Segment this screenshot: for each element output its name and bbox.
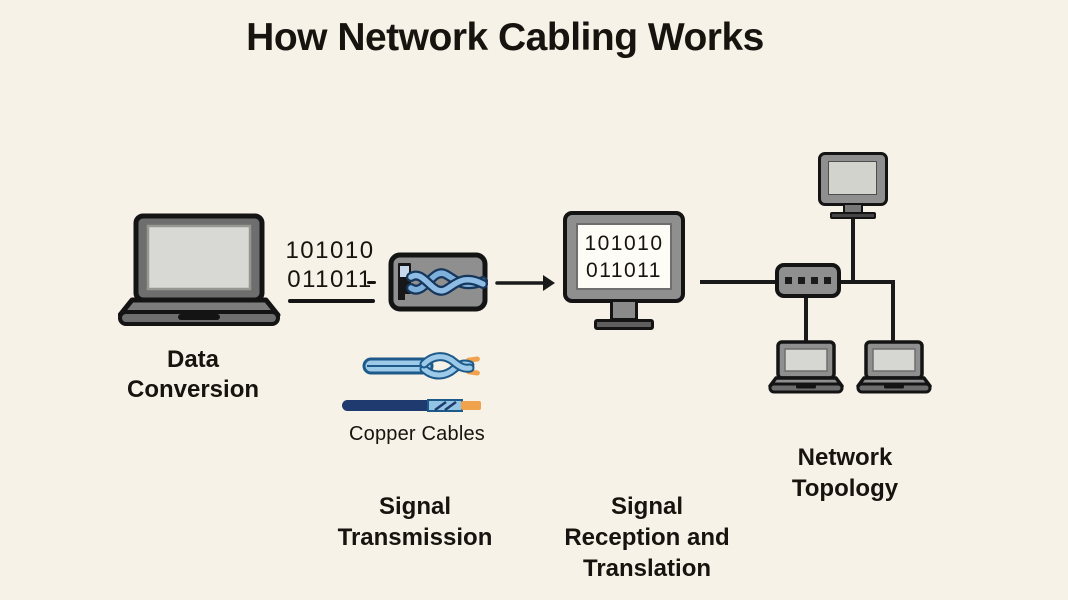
switch-icon [775, 263, 841, 298]
link-topmonitor-down [851, 219, 855, 283]
signal-reception-label-line2: Reception and [564, 524, 730, 551]
monitor-stand-base [594, 319, 654, 330]
topology-laptop-icon [856, 340, 932, 394]
coaxial-cable-icon [342, 399, 481, 412]
binary-dash-connector [367, 281, 376, 284]
topology-monitor-icon [818, 152, 888, 206]
link-switch-right [841, 280, 895, 284]
network-topology-label: Network Topology [755, 442, 935, 504]
data-conversion-label: Data Conversion [103, 345, 283, 405]
arrow-right-icon [495, 275, 555, 291]
twisted-pair-cable-icon [362, 352, 480, 380]
data-conversion-label-line1: Data [166, 346, 220, 373]
copper-cables-label: Copper Cables [348, 423, 485, 445]
monitor-binary-line-2: 011011 [586, 258, 662, 282]
signal-transmission-label-line1: Signal [378, 493, 451, 520]
data-conversion-label-line2: Conversion [126, 376, 260, 403]
adapter-twisted-cables [406, 268, 488, 296]
network-topology-label-line2: Topology [791, 475, 899, 502]
switch-port [798, 277, 805, 284]
signal-transmission-label: Signal Transmission [325, 491, 505, 553]
laptop-screen [146, 224, 252, 291]
adapter-connector-pin [398, 293, 405, 300]
signal-transmission-label-line2: Transmission [337, 524, 493, 551]
topology-monitor-base [830, 212, 876, 219]
monitor-icon: 101010 011011 [563, 211, 685, 303]
topology-monitor-screen [828, 161, 877, 195]
adapter-connector-window [400, 266, 409, 277]
signal-reception-label: Signal Reception and Translation [543, 491, 751, 584]
binary-signal-text: 101010 011011 [280, 236, 380, 294]
cable-adapter-icon [388, 252, 488, 312]
switch-port [824, 277, 831, 284]
link-monitor-to-switch [700, 280, 776, 284]
laptop-notch [178, 314, 220, 320]
binary-line-1: 101010 [285, 237, 375, 264]
link-switch-to-laptop1 [804, 298, 808, 342]
topology-laptop-icon [768, 340, 844, 394]
page-title: How Network Cabling Works [246, 16, 764, 59]
switch-port [785, 277, 792, 284]
monitor-screen: 101010 011011 [576, 223, 672, 290]
network-topology-label-line1: Network [797, 444, 893, 471]
signal-reception-label-line3: Translation [582, 555, 712, 582]
link-down-to-laptop2 [891, 280, 895, 341]
signal-reception-label-line1: Signal [610, 493, 683, 520]
switch-port [811, 277, 818, 284]
laptop-icon [118, 213, 281, 326]
binary-line-2: 011011 [287, 266, 373, 293]
binary-underline [288, 299, 375, 303]
monitor-binary-line-1: 101010 [584, 231, 664, 255]
